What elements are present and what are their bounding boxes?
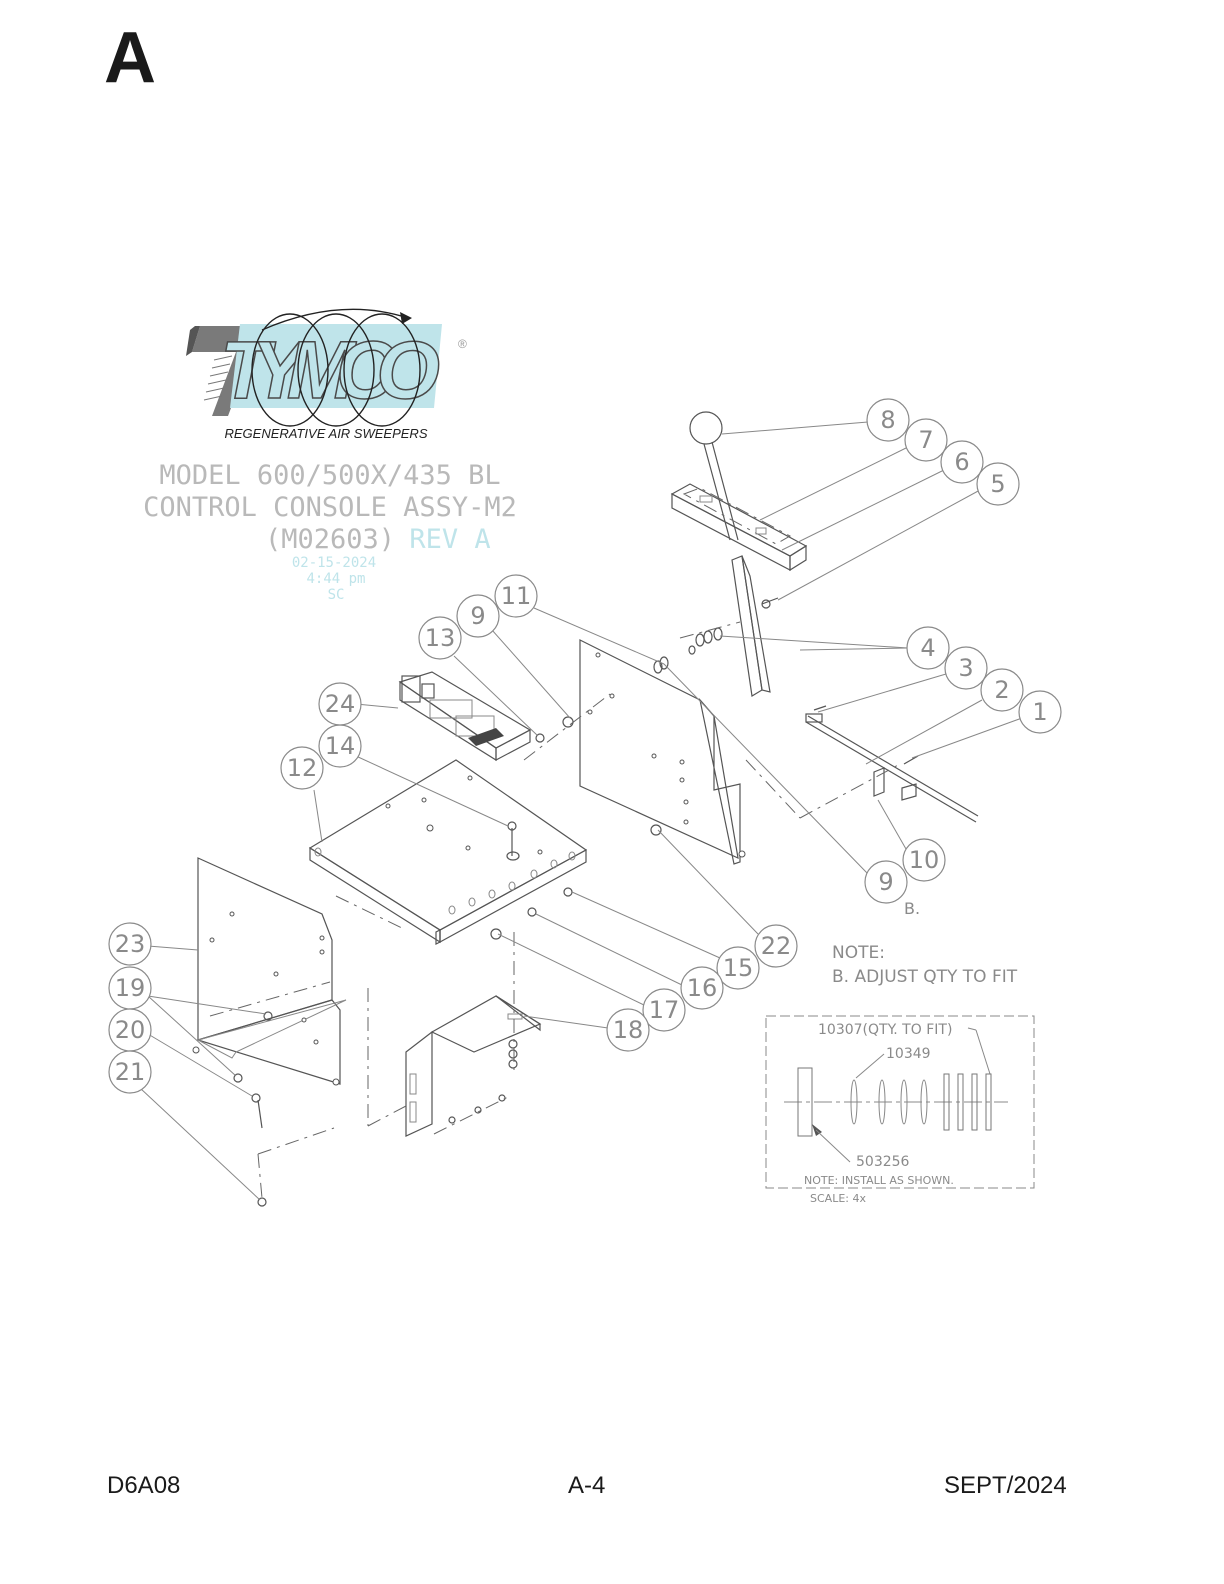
section-letter: A xyxy=(104,18,156,98)
note-heading: NOTE: xyxy=(832,943,885,963)
svg-text:8: 8 xyxy=(880,406,895,434)
detail-label-top: 10307(QTY. TO FIT) xyxy=(818,1022,952,1038)
note-b-text: B. ADJUST QTY TO FIT xyxy=(832,967,1018,987)
svg-text:9: 9 xyxy=(470,602,485,630)
svg-text:24: 24 xyxy=(325,690,356,718)
callout-4: 4 xyxy=(906,626,950,670)
detail-view: 10307(QTY. TO FIT) 10349 503256 NOTE: IN… xyxy=(765,1015,1035,1205)
callout-24: 24 xyxy=(318,682,362,726)
callout-12: 12 xyxy=(280,746,324,790)
callout-2: 2 xyxy=(980,668,1024,712)
callout-19: 19 xyxy=(108,966,152,1010)
assembly-name: CONTROL CONSOLE ASSY-M2 xyxy=(143,492,517,523)
callout-9a: 9 xyxy=(456,594,500,638)
callout-1: 1 xyxy=(1018,690,1062,734)
svg-text:3: 3 xyxy=(958,654,973,682)
svg-text:18: 18 xyxy=(613,1016,644,1044)
callout-5: 5 xyxy=(976,462,1020,506)
washer-stack xyxy=(688,627,723,655)
callout-13: 13 xyxy=(418,616,462,660)
callout-10: 10 xyxy=(902,838,946,882)
callout-8: 8 xyxy=(866,398,910,442)
mount-bracket xyxy=(405,995,542,1137)
revision: REV A xyxy=(409,524,490,555)
page-number: A-4 xyxy=(568,1472,606,1499)
svg-text:21: 21 xyxy=(115,1058,146,1086)
leader-lines xyxy=(139,421,1023,1201)
svg-text:6: 6 xyxy=(954,448,969,476)
callout-15: 15 xyxy=(716,946,760,990)
svg-text:4: 4 xyxy=(920,634,935,662)
detail-label-bottom: 503256 xyxy=(856,1154,910,1170)
callout-6: 6 xyxy=(940,440,984,484)
svg-text:7: 7 xyxy=(918,426,933,454)
switch-module xyxy=(398,671,532,762)
callout-11: 11 xyxy=(494,574,538,618)
callout-23: 23 xyxy=(108,922,152,966)
svg-text:23: 23 xyxy=(115,930,146,958)
callout-17: 17 xyxy=(642,988,686,1032)
svg-text:12: 12 xyxy=(287,754,318,782)
svg-text:1: 1 xyxy=(1032,698,1047,726)
base-plate xyxy=(308,759,588,945)
svg-text:22: 22 xyxy=(761,932,792,960)
publication-date: SEPT/2024 xyxy=(944,1472,1067,1499)
time: 4:44 pm xyxy=(306,571,365,587)
svg-text:13: 13 xyxy=(425,624,456,652)
part-number: (M02603) xyxy=(265,524,395,555)
title-block: MODEL 600/500X/435 BL CONTROL CONSOLE AS… xyxy=(143,460,517,603)
svg-text:14: 14 xyxy=(325,732,356,760)
logo-tagline: REGENERATIVE AIR SWEEPERS xyxy=(225,426,428,441)
callout-20: 20 xyxy=(108,1008,152,1052)
svg-text:2: 2 xyxy=(994,676,1009,704)
callout-22: 22 xyxy=(754,924,798,968)
callout-14: 14 xyxy=(318,724,362,768)
svg-text:9: 9 xyxy=(878,868,893,896)
callout-18: 18 xyxy=(606,1008,650,1052)
svg-text:11: 11 xyxy=(501,582,532,610)
svg-text:10: 10 xyxy=(909,846,940,874)
initials: SC xyxy=(328,587,345,603)
side-panel-left xyxy=(192,857,347,1086)
detail-label-mid: 10349 xyxy=(886,1046,931,1062)
tymco-logo: TYMCO ® REGENERATIVE AIR SWEEPERS xyxy=(186,308,467,441)
control-lever xyxy=(689,411,739,541)
svg-text:17: 17 xyxy=(649,996,680,1024)
model-line: MODEL 600/500X/435 BL xyxy=(159,460,500,491)
callout-16: 16 xyxy=(680,966,724,1010)
callout-9b: 9 xyxy=(864,860,908,904)
callout-3: 3 xyxy=(944,646,988,690)
detail-note: NOTE: INSTALL AS SHOWN. xyxy=(804,1174,954,1187)
svg-text:5: 5 xyxy=(990,470,1005,498)
svg-text:20: 20 xyxy=(115,1016,146,1044)
svg-text:15: 15 xyxy=(723,954,754,982)
document-code: D6A08 xyxy=(107,1472,181,1499)
registered-mark: ® xyxy=(458,337,467,351)
logo-band xyxy=(230,324,442,408)
detail-scale: SCALE: 4x xyxy=(810,1192,866,1205)
lever-arm xyxy=(731,555,763,697)
note-b-marker: B. xyxy=(904,899,920,918)
callout-21: 21 xyxy=(108,1050,152,1094)
lever-bracket xyxy=(670,483,808,572)
svg-text:16: 16 xyxy=(687,974,718,1002)
logo-brand: TYMCO xyxy=(220,325,440,416)
side-panel-right xyxy=(579,639,746,865)
control-cable xyxy=(805,713,979,823)
date: 02-15-2024 xyxy=(292,555,376,571)
svg-text:19: 19 xyxy=(115,974,146,1002)
callout-7: 7 xyxy=(904,418,948,462)
